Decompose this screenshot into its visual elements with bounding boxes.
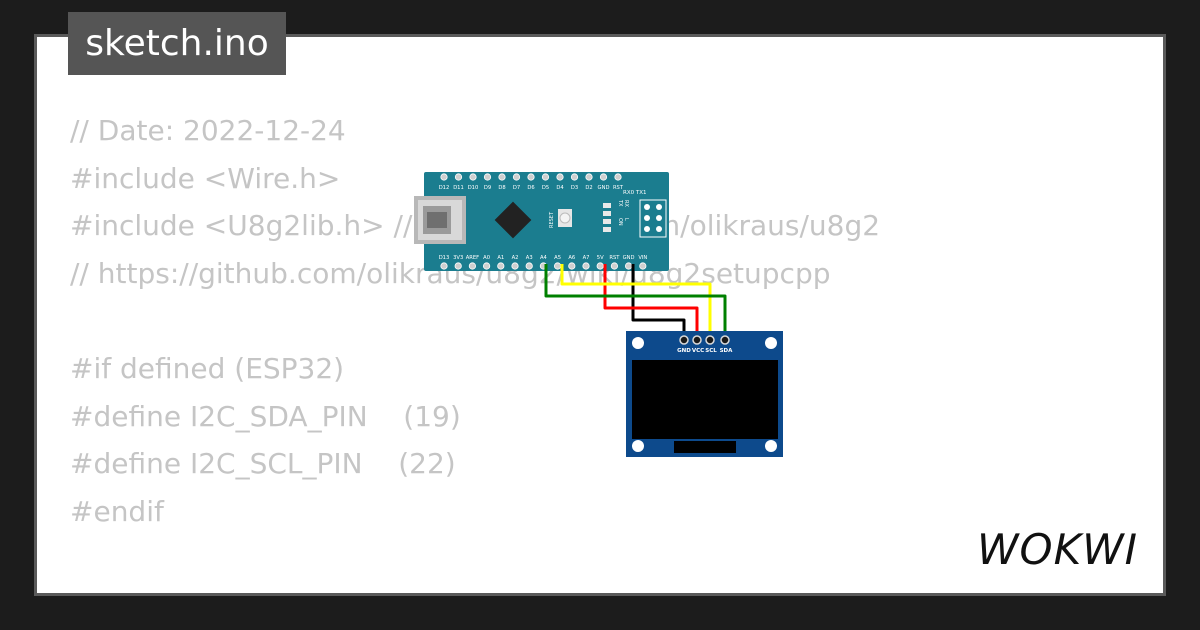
oled-ribbon <box>674 441 736 453</box>
bottom-header-pin[interactable] <box>553 262 562 270</box>
top-header-pin-label: D5 <box>542 185 549 191</box>
top-header-pin[interactable] <box>483 173 492 181</box>
file-tab-label: sketch.ino <box>85 23 269 64</box>
oled-display-module[interactable]: GND VCC SCL SDA <box>626 331 783 457</box>
top-header-pin[interactable] <box>469 173 477 181</box>
top-header-pin[interactable] <box>599 173 608 181</box>
file-tab[interactable]: sketch.ino <box>68 12 286 75</box>
bottom-header-pin-label: 3V3 <box>453 255 463 261</box>
bottom-header-pin[interactable] <box>639 262 647 270</box>
scl-wire[interactable] <box>560 264 712 338</box>
oled-pin-header <box>679 335 730 345</box>
bottom-header-pin-label: A4 <box>540 255 548 261</box>
led-label-on: ON <box>617 218 623 226</box>
code-line: #endif <box>70 494 164 528</box>
oled-screen <box>632 360 778 439</box>
top-header-pin[interactable] <box>498 173 506 181</box>
bottom-header-pin-label: RST <box>609 255 620 261</box>
wokwi-logo: WOKWI <box>977 525 1138 574</box>
top-header-pin[interactable] <box>512 173 521 181</box>
bottom-header-pin[interactable] <box>440 262 448 270</box>
mounting-hole-icon <box>632 440 644 452</box>
oled-pin-label: GND <box>677 348 691 354</box>
bottom-header-pin[interactable] <box>511 262 519 270</box>
top-header-pin[interactable] <box>614 173 622 181</box>
board-pcb <box>424 172 669 271</box>
top-header-pin-label: D7 <box>513 185 520 191</box>
mounting-hole-icon <box>765 440 777 452</box>
bottom-header-pin-label: A3 <box>526 255 533 261</box>
usb-connector-icon <box>414 196 466 244</box>
bottom-header-pin[interactable] <box>568 262 576 270</box>
code-line: // Date: 2022-12-24 <box>70 114 346 147</box>
bottom-header-pin[interactable] <box>454 262 462 270</box>
top-header-pin-label: D11 <box>453 185 464 191</box>
ground-wire[interactable] <box>631 264 686 338</box>
bottom-header-pin[interactable] <box>497 262 505 270</box>
bottom-header-pin-label: A2 <box>512 255 519 261</box>
top-header-pin-label: D12 <box>439 185 450 191</box>
led-label-rx: RX <box>623 200 629 207</box>
bottom-header-pin-label: A7 <box>583 255 590 261</box>
top-header-pin[interactable] <box>527 173 535 181</box>
code-line: #define I2C_SDA_PIN (19) <box>70 399 461 433</box>
icsp-header <box>639 199 667 238</box>
oled-pin-label: VCC <box>692 348 704 354</box>
oled-pin-label: SDA <box>720 348 734 354</box>
top-header-pin[interactable] <box>585 173 593 181</box>
code-line: #define U8G_EMULFRAME <box>70 583 880 593</box>
sda-wire[interactable] <box>544 264 727 338</box>
led-label-l: L <box>623 218 629 221</box>
mounting-hole-icon <box>632 337 644 349</box>
top-header-pin[interactable] <box>440 173 448 181</box>
vcc-wire[interactable] <box>603 264 699 338</box>
led-label-tx: TX <box>617 199 623 207</box>
top-header-pin-label: D10 <box>468 185 479 191</box>
top-header-pin[interactable] <box>570 173 579 181</box>
bottom-header-pin[interactable] <box>482 262 491 270</box>
top-header-pin-label: D9 <box>484 185 491 191</box>
bottom-header-pin[interactable] <box>610 262 619 270</box>
status-leds <box>603 203 611 232</box>
top-header-pin-label: D6 <box>527 185 534 191</box>
top-header-pin-label: D2 <box>585 185 592 191</box>
reset-label: RESET <box>549 211 555 228</box>
top-header-pin[interactable] <box>454 173 463 181</box>
code-line: #include <Wire.h> <box>70 161 341 195</box>
top-header-pin[interactable] <box>556 173 564 181</box>
bottom-header-pin-label: VIN <box>638 255 647 261</box>
bottom-header-pin-label: A0 <box>483 255 490 261</box>
code-line: #if defined (ESP32) <box>70 351 345 385</box>
mounting-hole-icon <box>765 337 777 349</box>
top-header-pin-label: D3 <box>571 185 578 191</box>
top-header-pin-label: RST <box>613 185 624 191</box>
bottom-header-pin[interactable] <box>468 262 476 270</box>
bottom-header-pin-label: A6 <box>568 255 575 261</box>
oled-pin-label: SCL <box>705 348 717 354</box>
bottom-header-pin-label: 5V <box>597 255 604 261</box>
bottom-header-pin[interactable] <box>596 262 604 270</box>
top-header-pin-label: D4 <box>556 185 564 191</box>
bottom-header-pin-label: AREF <box>466 255 479 261</box>
reset-button[interactable] <box>558 209 572 227</box>
bottom-header-pin-label: GND <box>623 255 635 261</box>
bottom-header-pin[interactable] <box>624 262 633 270</box>
wokwi-logo-text: WOKWI <box>977 525 1138 574</box>
microcontroller-chip-icon <box>494 201 532 239</box>
code-line: #define I2C_SCL_PIN (22) <box>70 447 456 481</box>
bottom-header-pin[interactable] <box>525 262 533 270</box>
bottom-header-pin[interactable] <box>582 262 590 270</box>
rx-tx-label: RX0 TX1 <box>623 190 646 196</box>
bottom-header-pin-label: A5 <box>554 255 561 261</box>
top-header-pin[interactable] <box>541 173 550 181</box>
preview-card: // Date: 2022-12-24#include <Wire.h>#inc… <box>34 34 1166 596</box>
bottom-header-pin-label: A1 <box>497 255 504 261</box>
bottom-header-pin-label: D13 <box>439 255 450 261</box>
top-header-pin-label: GND <box>598 185 610 191</box>
top-header-pin-label: D8 <box>498 185 505 191</box>
